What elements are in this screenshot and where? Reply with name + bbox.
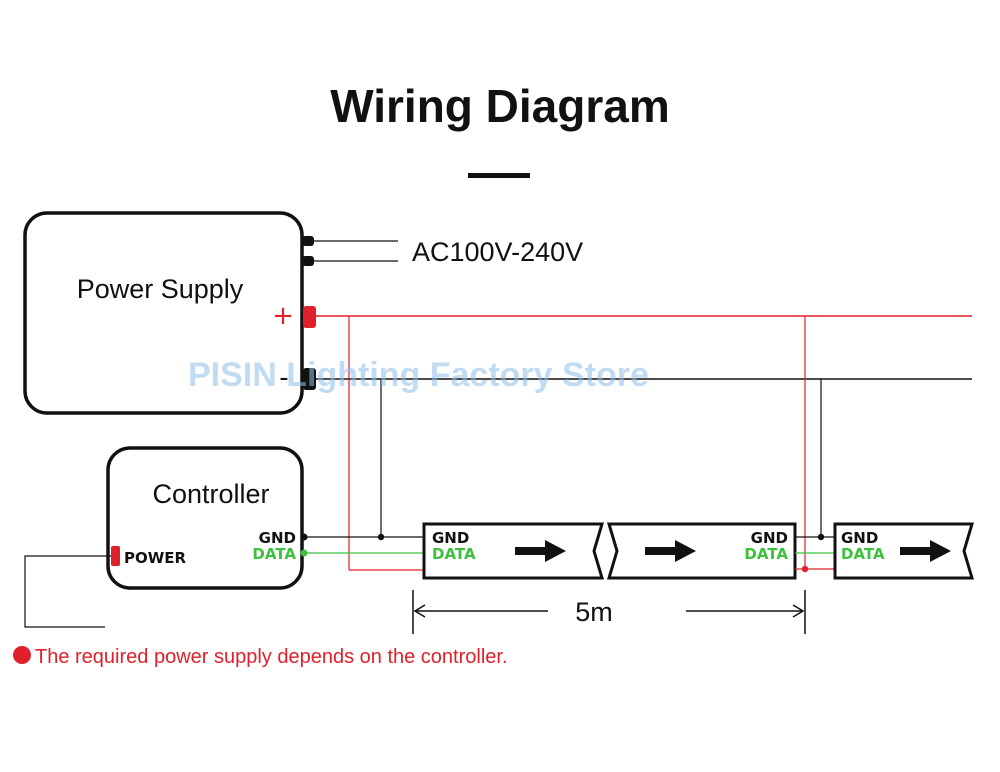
strip-3-arrow-icon — [900, 540, 951, 562]
plus-symbol: + — [272, 301, 294, 331]
controller-gnd-label: GND — [259, 529, 296, 547]
negative-terminal — [303, 368, 316, 390]
watermark: PISIN Lighting Factory Store — [188, 356, 649, 394]
power-note: The required power supply depends on the… — [35, 646, 508, 668]
segment-length-label: 5m — [575, 597, 613, 627]
length-dimension: 5m — [412, 590, 806, 634]
strip-1-gnd-label: GND — [432, 529, 469, 547]
controller-power-label: POWER — [124, 549, 187, 567]
strip-2-arrow-icon — [645, 540, 696, 562]
ac-input-label: AC100V-240V — [412, 237, 583, 267]
controller-box — [106, 446, 304, 590]
strip-1-arrow-icon — [515, 540, 566, 562]
power-supply-label: Power Supply — [77, 274, 244, 304]
strip-1-data-label: DATA — [432, 545, 476, 563]
ac-terminal-1 — [302, 236, 314, 246]
led-strip-1: GND DATA — [422, 522, 605, 580]
strip-3-data-label: DATA — [841, 545, 885, 563]
controller-power-terminal — [111, 546, 120, 566]
strip-2-gnd-label: GND — [751, 529, 788, 547]
controller-data-label: DATA — [252, 545, 296, 563]
positive-terminal — [303, 306, 316, 328]
title-underline — [468, 173, 530, 178]
strip-2-data-label: DATA — [744, 545, 788, 563]
strip-3-gnd-label: GND — [841, 529, 878, 547]
ac-terminal-2 — [302, 256, 314, 266]
controller-power-wire — [24, 555, 111, 628]
power-supply-box — [23, 211, 304, 415]
led-strip-3: GND DATA — [833, 522, 975, 580]
minus-symbol: - — [279, 363, 288, 393]
diagram-title: Wiring Diagram — [330, 80, 670, 132]
note-bullet-icon — [13, 646, 31, 664]
led-strip-2: GND DATA — [606, 522, 797, 580]
controller-label: Controller — [152, 479, 269, 509]
